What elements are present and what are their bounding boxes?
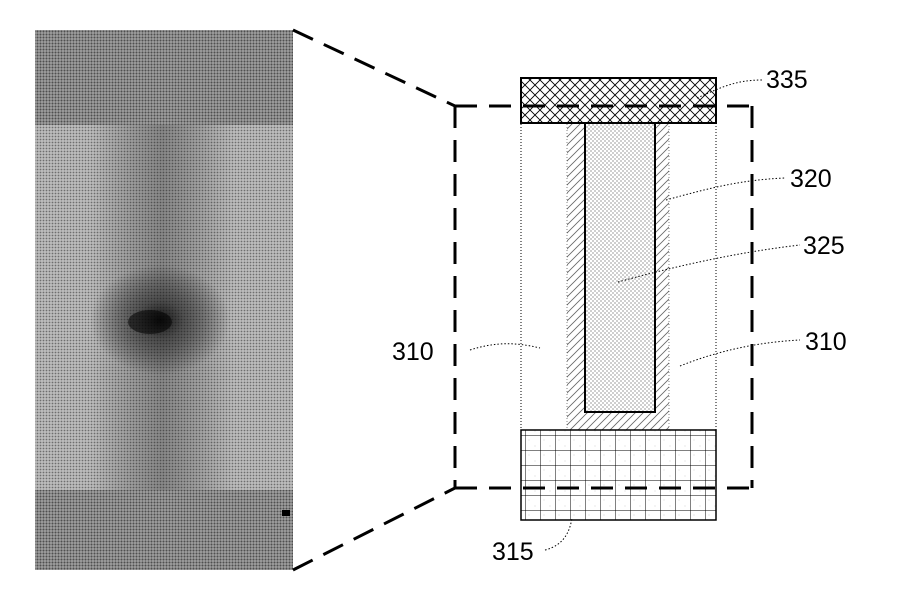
zoom-projection: [292, 28, 457, 572]
cross-section-diagram: [520, 77, 717, 521]
label-325: 325: [803, 232, 845, 260]
core-pillar: [584, 122, 656, 413]
label-315: 315: [492, 538, 534, 566]
label-335: 335: [766, 66, 808, 94]
top-electrode: [520, 77, 717, 124]
label-310-right: 310: [805, 328, 847, 356]
label-320: 320: [790, 165, 832, 193]
label-310-left: 310: [392, 338, 434, 366]
leader-lines: [469, 79, 801, 551]
zoom-frame: [455, 104, 754, 490]
bottom-electrode: [520, 429, 717, 521]
micrograph-image: [35, 30, 293, 570]
